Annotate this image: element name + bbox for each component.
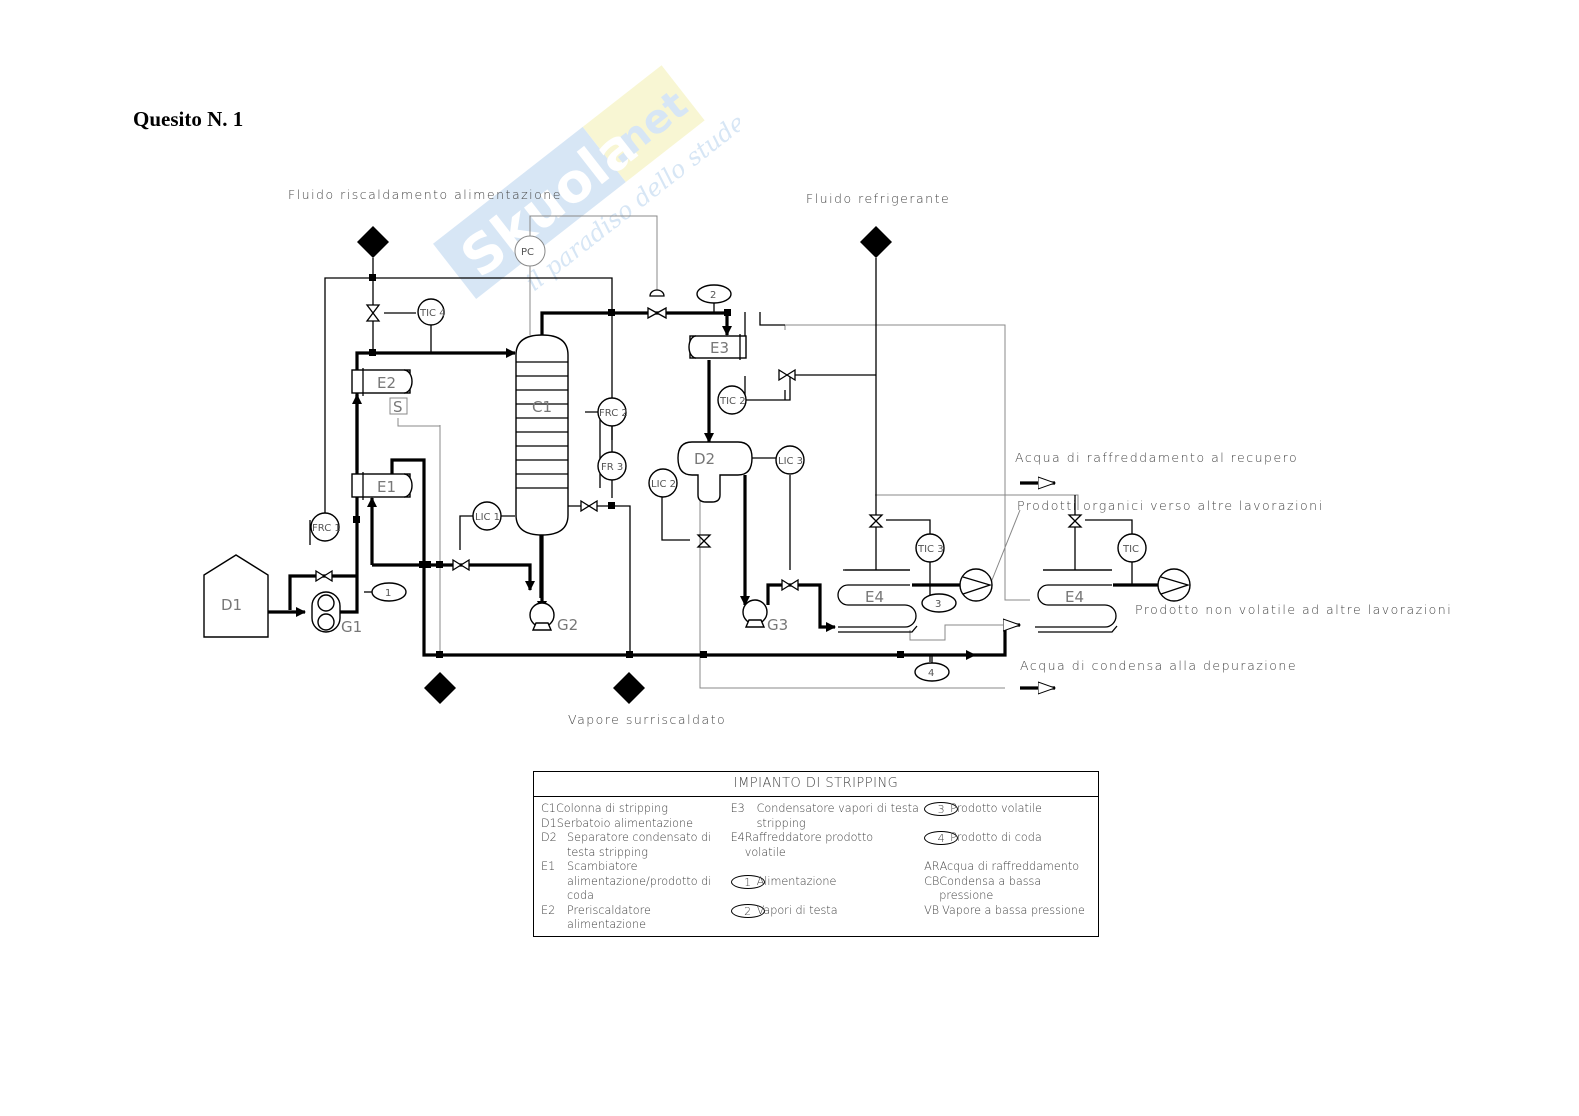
- stream-oval: 4: [924, 831, 959, 845]
- svg-text:TIC 2: TIC 2: [719, 396, 746, 407]
- svg-text:LIC 3: LIC 3: [778, 456, 803, 467]
- svg-text:PC: PC: [521, 247, 534, 258]
- svg-text:S: S: [393, 398, 403, 416]
- label-condensate-water: Acqua di condensa alla depurazione: [1020, 658, 1297, 673]
- pump-g1: G1: [311, 591, 362, 636]
- valves: [315, 289, 1083, 592]
- utility-diamond-steam-1: [424, 672, 456, 704]
- svg-text:E4: E4: [1065, 588, 1084, 606]
- column-c1: C1: [515, 334, 569, 536]
- stream-tag-1: 1: [371, 582, 407, 602]
- instrument-tic2: TIC 2: [717, 385, 747, 415]
- thin-lines: [309, 258, 1133, 662]
- instrument-lic3: LIC 3: [775, 445, 805, 475]
- label-heating-fluid: Fluido riscaldamento alimentazione: [288, 187, 562, 202]
- utility-diamond-refrigerant: [860, 226, 892, 258]
- instrument-frc1: FRC 1: [310, 512, 341, 542]
- svg-text:TIC 3: TIC 3: [917, 544, 944, 555]
- stream-oval: 3: [924, 802, 959, 816]
- svg-text:C1: C1: [532, 398, 552, 416]
- svg-text:LIC 1: LIC 1: [475, 512, 500, 523]
- signal-lines: [397, 215, 1079, 689]
- svg-text:FRC 2: FRC 2: [599, 408, 628, 419]
- exchanger-e1: E1: [351, 472, 413, 500]
- instrument-lic1: LIC 1: [472, 501, 502, 531]
- svg-text:TIC: TIC: [1122, 544, 1139, 555]
- page-heading: Quesito N. 1: [133, 107, 244, 131]
- label-cooling-water-recovery: Acqua di raffreddamento al recupero: [1015, 450, 1298, 465]
- junctions: [353, 274, 904, 658]
- svg-text:4: 4: [928, 668, 934, 679]
- instrument-tic4: TIC 4: [417, 298, 446, 326]
- label-superheated-steam: Vapore surriscaldato: [568, 712, 726, 727]
- pump-g2: G2: [529, 602, 578, 634]
- stream-oval: 2: [730, 903, 765, 918]
- svg-text:D2: D2: [694, 450, 715, 468]
- svg-text:1: 1: [385, 588, 391, 599]
- utility-diamond-steam-2: [613, 672, 645, 704]
- utility-diamond-heating: [357, 226, 389, 258]
- label-refrigerant: Fluido refrigerante: [806, 191, 950, 206]
- condenser-e3: E3: [688, 334, 747, 360]
- svg-text:G2: G2: [557, 616, 578, 634]
- svg-text:E4: E4: [865, 588, 884, 606]
- instrument-fr3: FR 3: [597, 451, 627, 481]
- instrument-frc2: FRC 2: [597, 397, 628, 427]
- stream-oval: 1: [730, 874, 765, 889]
- svg-text:E1: E1: [377, 478, 396, 496]
- label-organic-products: Prodotti organici verso altre lavorazion…: [1017, 498, 1324, 513]
- svg-text:LIC 2: LIC 2: [651, 479, 676, 490]
- compressor-1: [959, 568, 993, 602]
- compressor-2: [1157, 568, 1191, 602]
- svg-text:E3: E3: [710, 339, 729, 357]
- svg-text:2: 2: [710, 290, 716, 301]
- svg-text:G1: G1: [341, 618, 362, 636]
- svg-text:D1: D1: [221, 596, 242, 614]
- legend-title: IMPIANTO DI STRIPPING: [534, 772, 1098, 797]
- tank-d1: D1: [203, 554, 269, 638]
- label-non-volatile-product: Prodotto non volatile ad altre lavorazio…: [1135, 602, 1452, 617]
- instrument-lic2: LIC 2: [648, 468, 678, 498]
- pump-g3: G3: [742, 599, 788, 634]
- stream-tag-3: 3: [921, 593, 957, 613]
- svg-text:TIC 4: TIC 4: [419, 308, 446, 319]
- instrument-tic: TIC: [1117, 533, 1147, 563]
- instrument-tic3: TIC 3: [915, 533, 945, 563]
- stream-tag-2: 2: [696, 284, 732, 313]
- svg-text:FR 3: FR 3: [601, 462, 623, 473]
- separator-d2: D2: [677, 441, 753, 503]
- cooler-e4-2: E4: [1035, 569, 1118, 633]
- exchanger-e2: E2 S: [351, 368, 413, 416]
- svg-text:E2: E2: [377, 374, 396, 392]
- svg-text:G3: G3: [767, 616, 788, 634]
- instrument-pc: PC: [514, 235, 546, 267]
- stream-tag-4: 4: [914, 655, 950, 682]
- svg-text:3: 3: [935, 599, 941, 610]
- cooler-e4-1: E4: [837, 569, 918, 633]
- svg-text:FRC 1: FRC 1: [312, 523, 341, 534]
